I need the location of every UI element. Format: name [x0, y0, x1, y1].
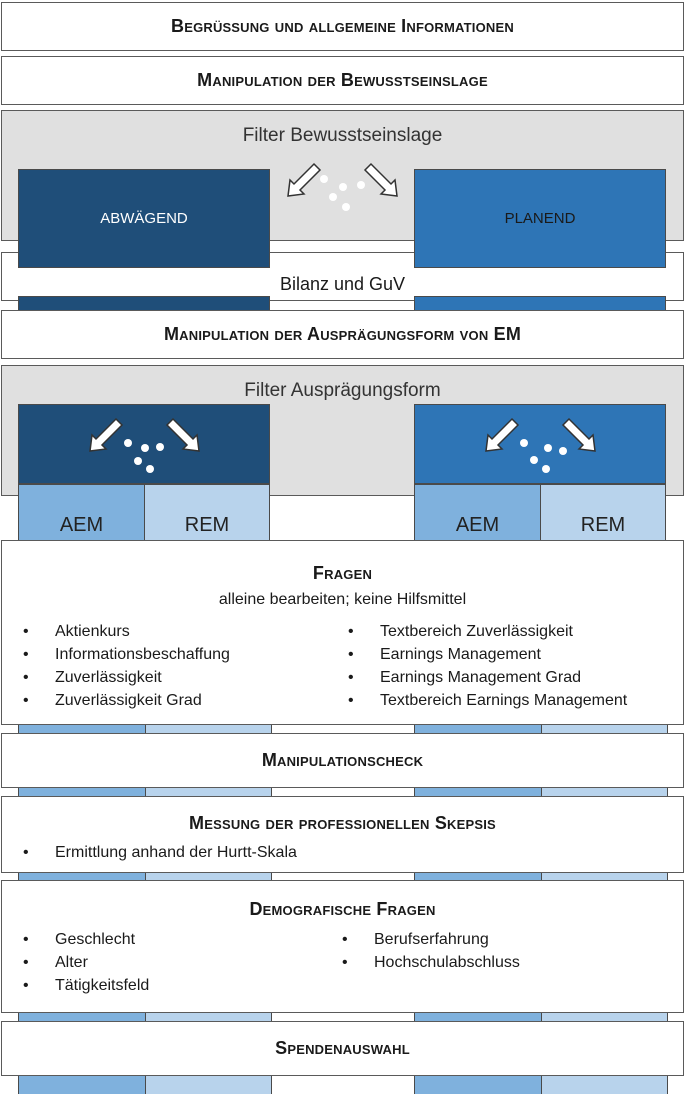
question-item-6: •Earnings Management [348, 646, 541, 663]
em-filter-arrows-right-icon [485, 417, 596, 473]
stage-welcome-label: Begrüßung und allgemeine Informationen [171, 16, 514, 36]
demographic-item-3: •Tätigkeitsfeld [23, 977, 150, 994]
demographic-item-5: •Hochschulabschluss [342, 954, 520, 971]
group-deliberative: ABWÄGEND [18, 169, 270, 268]
group-implemental-label: PLANEND [504, 210, 576, 227]
group-implemental: PLANEND [414, 169, 666, 268]
em-form-filter-label: Filter Ausprägungsform [244, 380, 441, 401]
demographic-item-2: •Alter [23, 954, 88, 971]
cell-rem-implemental-label: REM [580, 513, 626, 536]
strip-deliberative [18, 296, 270, 311]
question-item-2: •Informationsbeschaffung [23, 646, 230, 663]
stage-demographics: Demografische Fragen •Geschlecht •Alter … [1, 880, 684, 1013]
cell-aem-deliberative-label: AEM [59, 513, 104, 536]
question-item-8: •Textbereich Earnings Management [348, 692, 628, 709]
stage-questions-subtitle: alleine bearbeiten; keine Hilfsmittel [218, 591, 467, 608]
question-item-3: •Zuverlässigkeit [23, 669, 162, 686]
stage-donation: Spendenauswahl [1, 1021, 684, 1076]
stage-skepticism-title: Messung der professionellen Skepsis [189, 813, 496, 833]
cell-rem-deliberative-label: REM [184, 513, 230, 536]
stage-skepticism: Messung der professionellen Skepsis •Erm… [1, 796, 684, 873]
stage-donation-label: Spendenauswahl [275, 1038, 410, 1058]
demographic-item-4: •Berufserfahrung [342, 931, 489, 948]
stage-demographics-title: Demografische Fragen [249, 899, 436, 919]
stage-questions: Fragen alleine bearbeiten; keine Hilfsmi… [1, 540, 684, 725]
question-item-5: •Textbereich Zuverlässigkeit [348, 623, 573, 640]
em-form-filter-deliberative [18, 404, 270, 484]
group-deliberative-label: ABWÄGEND [100, 210, 188, 227]
stage-manipulation-check-label: Manipulationscheck [261, 750, 424, 770]
stage-welcome: Begrüßung und allgemeine Informationen [1, 2, 684, 51]
demographic-item-1: •Geschlecht [23, 931, 136, 948]
stage-em-form-manipulation-label: Manipulation der Ausprägungsform von EM [163, 324, 522, 344]
stage-manipulation-check: Manipulationscheck [1, 733, 684, 788]
stage-mindset-manipulation-label: Manipulation der Bewusstseinslage [197, 70, 488, 90]
mindset-filter-arrows-icon [287, 162, 398, 211]
question-item-4: •Zuverlässigkeit Grad [23, 692, 202, 709]
cell-aem-implemental-label: AEM [455, 513, 500, 536]
mindset-filter-label: Filter Bewusstseinslage [242, 125, 443, 146]
stage-balance-sheet-label: Bilanz und GuV [279, 274, 406, 294]
em-filter-arrows-left-icon [89, 417, 200, 473]
em-form-filter-implemental [414, 404, 666, 484]
stage-mindset-manipulation: Manipulation der Bewusstseinslage [1, 56, 684, 105]
question-item-7: •Earnings Management Grad [348, 669, 581, 686]
question-item-1: •Aktienkurs [23, 623, 130, 640]
skepticism-item: •Ermittlung anhand der Hurtt-Skala [23, 844, 297, 861]
stage-questions-title: Fragen [312, 563, 373, 583]
strip-implemental [414, 296, 666, 311]
stage-em-form-manipulation: Manipulation der Ausprägungsform von EM [1, 310, 684, 359]
